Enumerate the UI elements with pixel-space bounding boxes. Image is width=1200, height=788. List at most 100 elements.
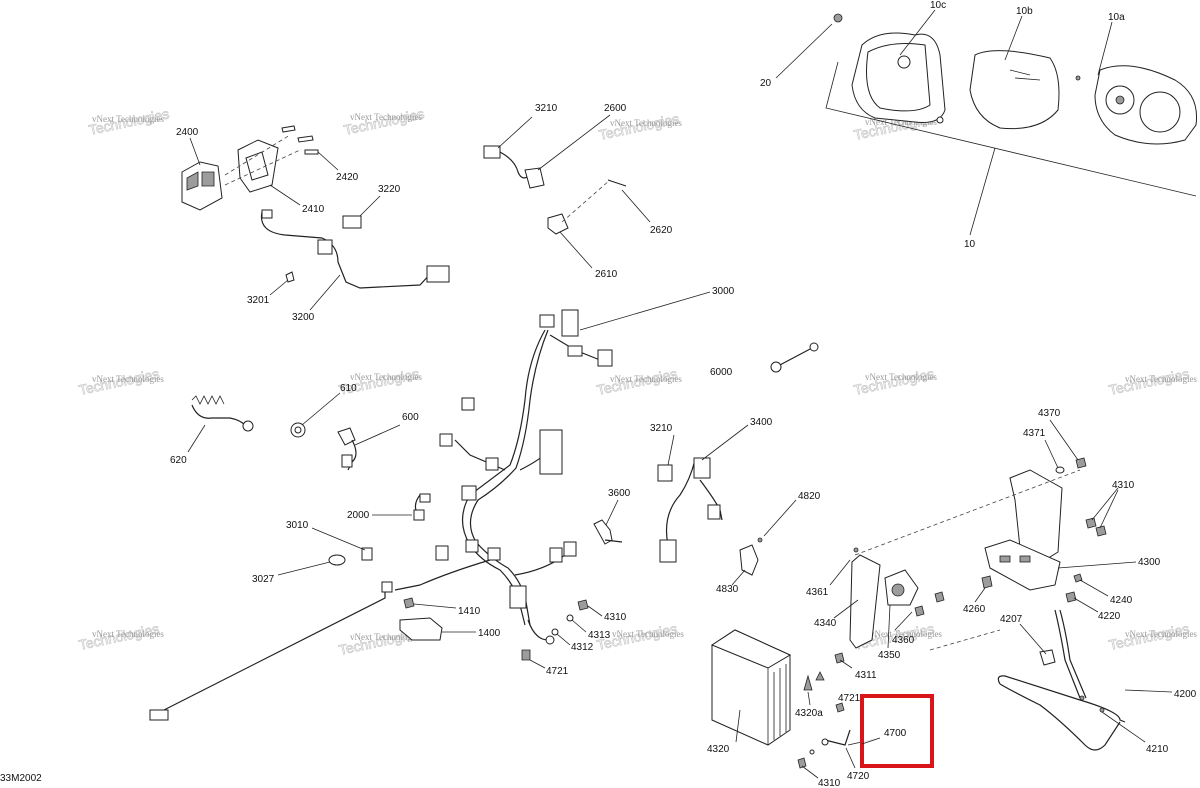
- leader-line: [354, 424, 401, 446]
- assembly-line: [854, 469, 1081, 556]
- fastener-3201: [285, 271, 295, 283]
- sensor-connector: [341, 454, 353, 468]
- pin-2620: [607, 179, 627, 187]
- callout-label: 3027: [252, 574, 275, 585]
- harness-connector: [261, 209, 273, 219]
- leader-line: [1004, 15, 1023, 61]
- leader-line: [269, 279, 289, 296]
- callout-label: 4370: [1038, 408, 1061, 419]
- callout-label: 600: [402, 412, 419, 423]
- harness-3200: 3220 3201 3200: [247, 184, 450, 323]
- fastener-1410: [403, 597, 415, 609]
- switch-assembly-2400: 2400 2410 2420: [176, 125, 359, 215]
- strap-hook: [1054, 609, 1081, 699]
- leader-line: [667, 434, 675, 466]
- callout-label: 4240: [1110, 595, 1133, 606]
- callout-label: 4361: [806, 587, 829, 598]
- bezel-opening: [866, 43, 931, 112]
- battery-tray-4300: [984, 539, 1061, 591]
- screw-4370: [1075, 457, 1087, 469]
- leader-line: [571, 619, 587, 633]
- watermark-text: vNext Technologies: [865, 372, 937, 382]
- wire-3600: [604, 539, 623, 543]
- antenna-connector: [149, 709, 169, 721]
- switch-buttons: [186, 171, 215, 191]
- group-bracket: [825, 61, 1197, 197]
- coil-pattern: [191, 395, 225, 405]
- cable-end: [770, 361, 782, 373]
- leader-line: [301, 392, 341, 426]
- callout-label: 2400: [176, 127, 199, 138]
- instrument-cluster-group: 10c 10b 10a 20 10: [760, 0, 1198, 250]
- connector-3220: [342, 215, 362, 229]
- callout-label: 3201: [247, 295, 270, 306]
- bezel-screw-hole: [936, 116, 944, 124]
- callout-label: 3210: [535, 103, 558, 114]
- callout-label: 4720: [847, 771, 870, 782]
- callout-label: 3010: [286, 520, 309, 531]
- leader-line: [311, 527, 366, 551]
- harness-connector: [317, 239, 333, 255]
- callout-label: 4310: [818, 778, 841, 788]
- coiled-wire-620: [191, 404, 246, 426]
- leader-line: [277, 561, 331, 576]
- watermark-text: vNext Technologies: [350, 632, 422, 642]
- adapter-group-mid: 3210 3400 3600 4820 4830: [593, 417, 821, 595]
- leader-line: [189, 137, 201, 166]
- callout-label: 2610: [595, 269, 618, 280]
- leader-line: [497, 116, 533, 149]
- callout-label: 10: [964, 239, 976, 250]
- callout-label: 2420: [336, 172, 359, 183]
- washer-4371: [1055, 466, 1065, 474]
- harness-3400-wire: [665, 459, 696, 546]
- clip-4207: [1039, 649, 1056, 666]
- connector-3600: [593, 519, 613, 545]
- nut-20: [833, 13, 843, 23]
- tray-wall: [1009, 469, 1063, 563]
- harness-connector: [465, 539, 479, 553]
- terminal-bolt-4320a: [815, 671, 825, 681]
- assembly-line: [929, 629, 1001, 651]
- screw-4310: [797, 757, 807, 769]
- harness-connector: [461, 397, 475, 411]
- harness-3400-connector: [659, 539, 677, 563]
- assembly-line: [561, 179, 611, 223]
- assembly-line: [224, 134, 301, 186]
- leader-line: [1044, 439, 1059, 469]
- harness-connector: [567, 345, 583, 357]
- callout-label: 4320a: [795, 708, 823, 719]
- leader-line: [1097, 21, 1113, 76]
- battery-top: [710, 629, 792, 669]
- leader-line: [587, 605, 603, 617]
- leader-line: [269, 184, 301, 206]
- washer: [809, 749, 815, 755]
- leader-line: [1019, 623, 1047, 655]
- watermark-text: vNext Technologies: [1125, 629, 1197, 639]
- screw: [934, 591, 945, 603]
- leader-line: [579, 291, 711, 331]
- leader-line: [899, 9, 936, 56]
- adapter-connector-2600: [524, 167, 545, 189]
- connector-3010: [361, 547, 373, 561]
- callout-label: 4310: [1112, 480, 1135, 491]
- leader-line: [1057, 561, 1137, 569]
- watermark-text: vNext Technologies: [610, 118, 682, 128]
- fastener-group-mid: 4310 4313 4312 4721: [521, 599, 627, 677]
- callout-label: 620: [170, 455, 187, 466]
- sensor-600: [337, 427, 356, 446]
- cable-6000-wire: [777, 347, 813, 367]
- connector-3210: [657, 464, 673, 482]
- callout-label: 4830: [716, 584, 739, 595]
- leader-line: [359, 195, 381, 217]
- callout-label: 2410: [302, 204, 325, 215]
- leader-line: [894, 611, 913, 631]
- antenna-cable: [159, 592, 386, 713]
- sensor-620: [242, 420, 254, 432]
- harness-3400-connector: [693, 457, 711, 479]
- relay-group-1400: 1410 1400: [399, 597, 501, 641]
- battery-ribs: [773, 664, 787, 740]
- leader-line: [413, 603, 457, 609]
- main-harness-3000: 3000: [394, 286, 735, 645]
- screw: [281, 125, 296, 133]
